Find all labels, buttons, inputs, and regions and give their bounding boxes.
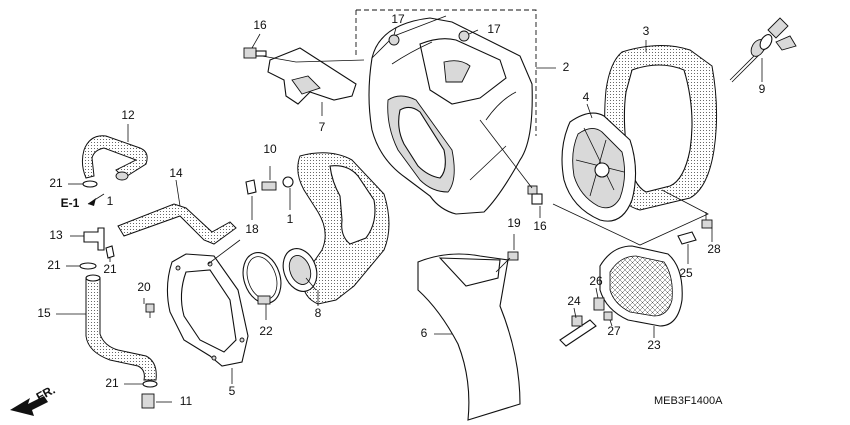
callout-19: 19 [507,216,521,230]
drawing-code: MEB3F1400A [654,395,723,407]
callout-6: 6 [421,326,428,340]
callout-12: 12 [121,108,135,122]
air-cleaner-case [355,9,556,215]
bolt-16-right [527,185,543,218]
hose-15 [56,274,157,381]
callout-23: 23 [647,338,661,352]
reference-label: E-1 [61,196,80,210]
callout-25: 25 [679,266,693,280]
hose-12 [81,124,148,181]
mud-guard [417,253,521,421]
callout-13: 13 [49,228,63,242]
callout-4: 4 [583,90,590,104]
wing-bolt [729,17,797,83]
callout-1-left: 1 [107,194,114,208]
callout-16-right: 16 [533,219,547,233]
callout-20: 20 [137,280,151,294]
reference-arrow [87,193,105,206]
clamp-21-a [68,180,98,188]
callout-2: 2 [563,60,570,74]
clamp-22 [242,252,282,320]
clip-18 [245,179,257,220]
clamp-21-b [66,262,97,270]
callout-5: 5 [229,384,236,398]
case-cover [166,239,249,384]
callout-10: 10 [263,142,277,156]
callout-22: 22 [259,324,273,338]
callout-11: 11 [180,394,193,408]
callout-15: 15 [37,306,51,320]
callout-21-d: 21 [105,376,119,390]
callout-14: 14 [169,166,183,180]
fitting-10 [261,166,277,191]
callout-24: 24 [567,294,581,308]
clamp-21-c [105,245,115,262]
nut-17-right [458,29,479,42]
screw-28 [701,212,713,242]
callout-7: 7 [319,120,326,134]
screw-19 [495,234,519,273]
clip-24 [559,307,597,347]
callout-16-top: 16 [253,18,267,32]
screw-27 [603,311,613,327]
fitting-11 [141,393,172,409]
clamp-21-d [124,380,158,388]
callout-8: 8 [315,306,322,320]
bracket [261,47,365,116]
callout-21-c: 21 [103,262,117,276]
callout-21-a: 21 [49,176,63,190]
callout-27: 27 [607,324,621,338]
callout-18: 18 [245,222,259,236]
front-direction-arrow [10,396,48,416]
connecting-tube [282,152,390,306]
callout-9: 9 [759,82,766,96]
bolt-16-top [243,33,267,59]
nut-17-left [388,27,400,46]
fitting-25 [677,231,697,264]
callout-3: 3 [643,24,650,38]
callout-28: 28 [707,242,721,256]
callout-17-right: 17 [487,22,501,36]
callout-21-b: 21 [47,258,61,272]
fitting-13 [70,227,105,251]
clamp-1-center [282,176,294,210]
callout-17-left: 17 [391,12,405,26]
element-holder [561,103,637,222]
callout-26: 26 [589,274,603,288]
cover-23 [599,245,683,338]
callout-1-center: 1 [287,212,294,226]
hose-14 [117,179,237,245]
fastener-26 [593,287,605,311]
bolt-20 [143,298,155,318]
